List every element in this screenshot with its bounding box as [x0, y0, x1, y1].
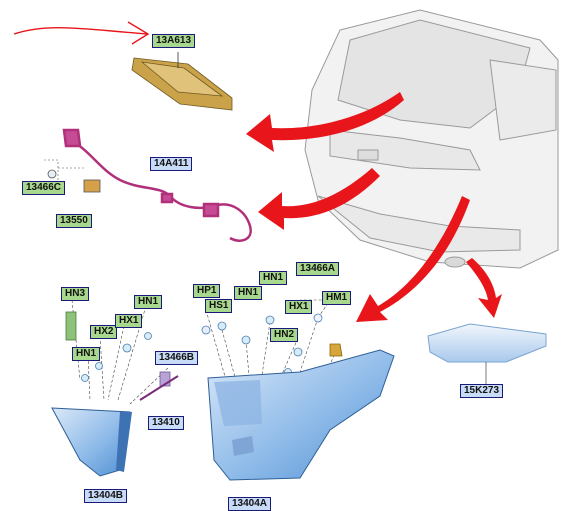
bulbs-right	[201, 313, 343, 376]
label-HN1-left-a: HN1	[134, 295, 163, 309]
label-13404B: 13404B	[84, 489, 128, 503]
label-HX2: HX2	[90, 325, 118, 339]
label-HN2: HN2	[270, 328, 299, 342]
label-13466A: 13466A	[296, 262, 340, 276]
label-15K273: 15K273	[460, 384, 504, 398]
label-HX1-left: HX1	[115, 314, 143, 328]
vehicle-rear	[304, 9, 559, 269]
socket-connector	[47, 169, 101, 193]
wiring-harness	[62, 128, 252, 242]
label-HN3: HN3	[61, 287, 90, 301]
high-mount-stop-lamp	[131, 52, 233, 111]
label-HM1: HM1	[322, 291, 352, 305]
label-HN1-right-a: HN1	[234, 286, 263, 300]
label-14A411: 14A411	[150, 157, 193, 171]
label-HP1: HP1	[193, 284, 221, 298]
license-plate-lamp	[427, 323, 547, 384]
left-tail-lamp	[51, 407, 132, 477]
label-13550: 13550	[56, 214, 92, 228]
label-HX1-right: HX1	[285, 300, 313, 314]
bulbs-left	[65, 311, 179, 401]
label-HN1-left-b: HN1	[72, 347, 101, 361]
label-13410: 13410	[148, 416, 184, 430]
label-13466B: 13466B	[155, 351, 199, 365]
label-HS1: HS1	[205, 299, 233, 313]
annotation-red-line	[13, 21, 150, 45]
pointer-arrows	[246, 92, 502, 322]
label-13A613: 13A613	[152, 34, 196, 48]
label-HN1-right-b: HN1	[259, 271, 288, 285]
label-13466C: 13466C	[22, 181, 66, 195]
right-tail-lamp	[207, 349, 395, 481]
